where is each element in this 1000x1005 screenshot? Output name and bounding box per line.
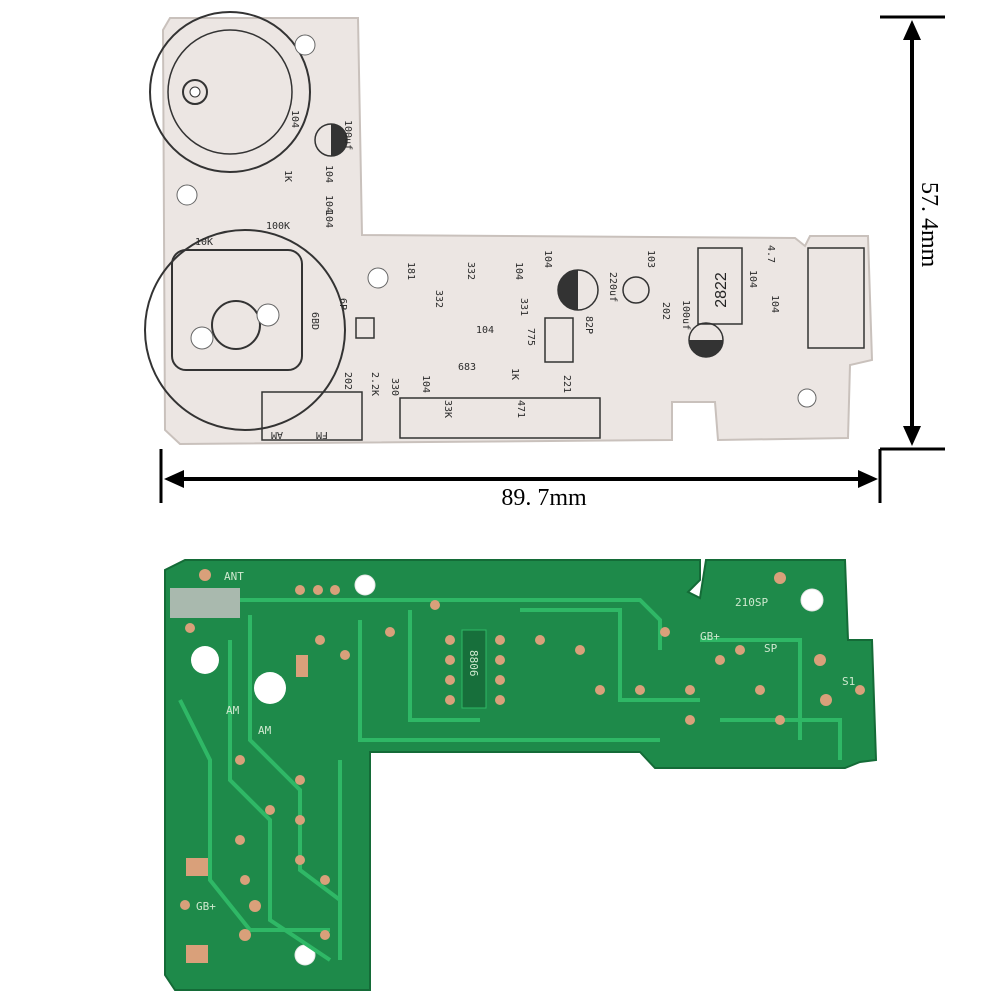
speaker-ring-outline (144, 229, 346, 431)
coil-outline (544, 317, 574, 363)
mount-hole (256, 303, 280, 327)
board-label: GB+ (700, 630, 720, 643)
dimension-annotations: 57. 4mm 89. 7mm (159, 15, 945, 511)
silk-label: 683 (458, 362, 476, 373)
silk-label: 104 (323, 195, 334, 213)
silk-label: 10K (195, 237, 213, 248)
silk-label: 332 (433, 290, 444, 308)
volume-outline (171, 249, 303, 371)
mount-hole (367, 267, 389, 289)
height-arrow-head-bottom (903, 426, 921, 446)
silk-label: 202 (660, 302, 671, 320)
silk-label: 82P (583, 316, 594, 334)
dial-mount-hole (182, 79, 208, 105)
silk-label: 104 (542, 250, 553, 268)
board-label: ANT (224, 570, 244, 583)
dial-center (189, 86, 201, 98)
width-label: 89. 7mm (501, 485, 587, 511)
board-label: GB+ (196, 900, 216, 913)
board-label: AM (226, 704, 240, 717)
tuner-ring-inner (167, 29, 293, 155)
ic-footprint (461, 629, 487, 709)
top-board-outline (161, 17, 874, 446)
copper-pads (180, 569, 865, 963)
capacitor-outline (622, 276, 650, 304)
silk-label: 104 (323, 165, 334, 183)
mount-hole (354, 574, 376, 596)
mount-hole (191, 646, 219, 674)
silk-label: 100K (266, 221, 290, 232)
pcb-bottom-view: 8806 ANT 210SP GB+ SP S1 AM AM GB+ (164, 559, 878, 991)
width-arrow-head-right (858, 470, 878, 488)
switch-outline (399, 397, 601, 439)
mount-hole (294, 34, 316, 56)
silk-label: 775 (525, 328, 536, 346)
silk-label: 100uf (680, 300, 691, 330)
silk-label: 104 (476, 325, 494, 336)
switch-outline (261, 391, 363, 441)
silk-label: 100uf (342, 120, 353, 150)
silk-label: 6BD (309, 312, 320, 330)
silk-label: 103 (645, 250, 656, 268)
mount-hole (797, 388, 817, 408)
board-label: 210SP (735, 596, 768, 609)
copper-traces (178, 598, 842, 962)
silk-label: 221 (561, 375, 572, 393)
height-label: 57. 4mm (916, 182, 942, 268)
mount-hole (176, 184, 198, 206)
width-arrow-head-left (164, 470, 184, 488)
mount-hole (254, 672, 286, 704)
silkscreen-labels: 104 100uf 104 104 104 10K 100K 1K 181 33… (195, 110, 780, 440)
silk-label: 471 (515, 400, 526, 418)
silk-label: 1K (282, 170, 293, 182)
silk-label: FM (316, 429, 328, 440)
silk-label: 33K (442, 400, 453, 418)
mount-hole (800, 588, 824, 612)
silk-label: 104 (420, 375, 431, 393)
silk-label: 331 (518, 298, 529, 316)
silk-label: 1K (509, 368, 520, 380)
pcb-top-view: 2822 104 100uf 104 104 104 10K 100K 1K 1… (144, 11, 874, 446)
ic-outline (697, 247, 743, 325)
silk-label: 330 (389, 378, 400, 396)
silk-label: 332 (465, 262, 476, 280)
mount-hole (190, 326, 214, 350)
silk-label: 104 (513, 262, 524, 280)
bottom-board-outline (164, 559, 878, 991)
board-label: AM (258, 724, 272, 737)
silk-label: 220uf (607, 272, 618, 302)
connector-outline (807, 247, 865, 349)
height-arrow-head-top (903, 20, 921, 40)
ic-footprint-label: 8806 (467, 650, 480, 677)
board-label: S1 (842, 675, 855, 688)
silk-label: AM (271, 429, 283, 440)
ic-label: 2822 (713, 272, 730, 308)
silk-label: 104 (769, 295, 780, 313)
silk-label: 6P (337, 298, 348, 310)
silk-label: 181 (405, 262, 416, 280)
silk-label: 202 (342, 372, 353, 390)
silk-label: 2.2K (369, 372, 380, 396)
silk-label: 104 (747, 270, 758, 288)
tuner-ring-outline (149, 11, 311, 173)
silk-label: 104 (289, 110, 300, 128)
silk-label: 104 (323, 210, 334, 228)
silk-label: 4.7 (765, 245, 776, 263)
volume-knob-ring (211, 300, 261, 350)
coil-outline (355, 317, 375, 339)
antenna-tab (170, 588, 240, 618)
board-label: SP (764, 642, 778, 655)
